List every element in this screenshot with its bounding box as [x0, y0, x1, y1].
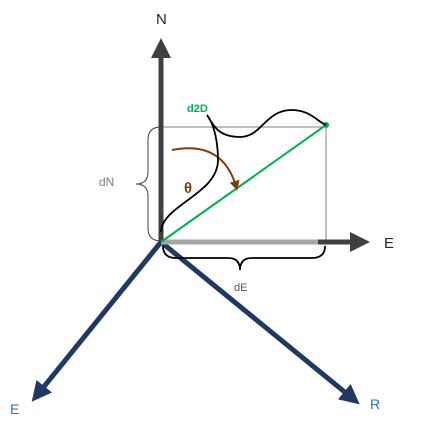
de-label: dE — [234, 282, 247, 294]
east-axis-label: E — [384, 235, 394, 252]
theta-arc — [171, 147, 240, 191]
d2d-label: d2D — [187, 103, 208, 115]
theta-label: θ — [184, 180, 192, 197]
lower-r-label: R — [370, 396, 380, 412]
d2d-brace — [160, 109, 327, 233]
navy-arrow-r — [159, 240, 360, 405]
dn-label: dN — [99, 175, 114, 189]
north-label: N — [156, 11, 167, 28]
dn-brace — [135, 126, 162, 242]
d2d-line — [160, 124, 327, 243]
lower-e-label: E — [10, 401, 19, 417]
navy-arrow-e — [31, 240, 163, 402]
de-brace — [162, 245, 326, 271]
